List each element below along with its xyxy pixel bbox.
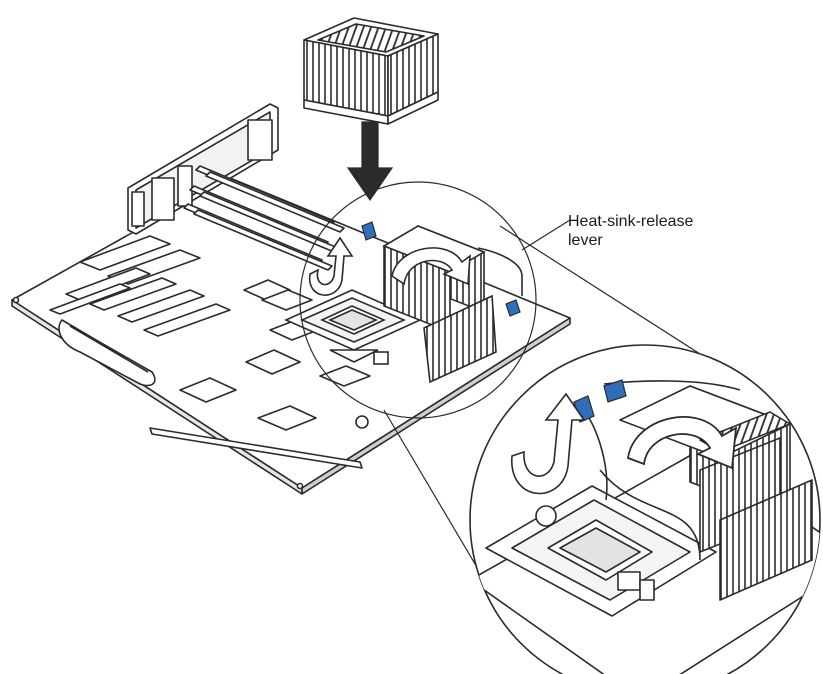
heat-sink-detail-icon [599,385,813,601]
lift-arrow-detail-icon [511,392,586,495]
heat-sink-release-lever-label: Heat-sink-release lever [568,213,694,249]
magnified-detail [469,344,821,674]
rotate-arrow-detail-icon [627,416,738,470]
release-lever-icon [361,221,521,317]
system-board-icon [11,103,571,495]
callout-leader-line [521,219,571,251]
arrow-down-icon [346,121,394,202]
detail-circle [299,181,537,419]
lift-arrow-icon [309,236,354,296]
processor-socket-icon [284,289,422,365]
processor-socket-detail-icon [485,485,717,617]
heat-sink-icon [303,17,439,125]
rotate-arrow-icon [391,247,471,286]
